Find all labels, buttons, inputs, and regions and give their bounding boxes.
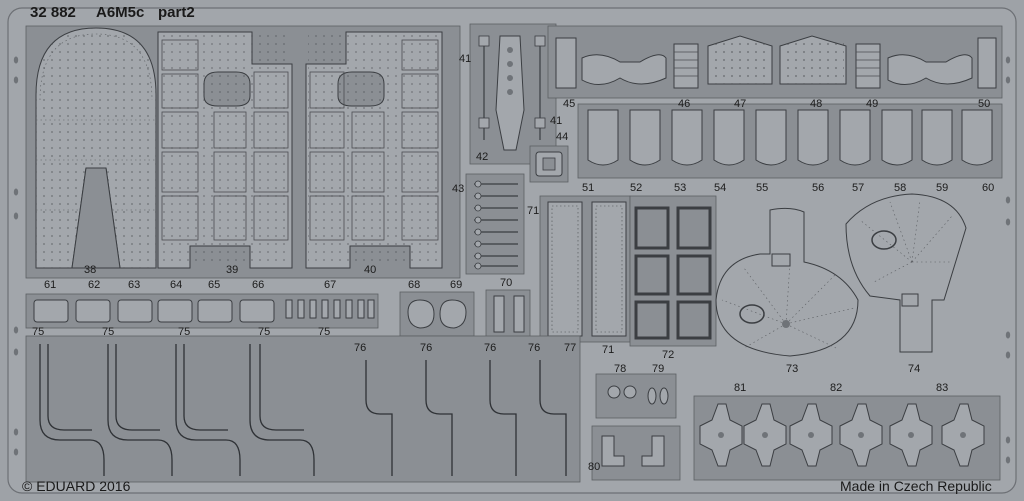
part-label: 48 [810,98,823,110]
part-label: 43 [452,183,465,195]
part-label: 53 [674,182,687,194]
part-label: 50 [978,98,991,110]
frame-tabs [13,56,1011,464]
part-label: 74 [908,363,921,375]
part-label: 57 [852,182,865,194]
part-label: 82 [830,382,843,394]
part-label: 75 [102,326,115,338]
parts-78-80 [591,373,681,481]
part-44 [529,145,569,183]
part-label: 60 [982,182,995,194]
part-39 [157,31,293,269]
part-label: 45 [563,98,576,110]
kit-number: 32 882 [30,4,76,21]
part-label: 41 [550,115,563,127]
part-label: 80 [588,461,601,473]
part-label: 67 [324,279,337,291]
parts-81-83 [693,395,1001,481]
part-label: 69 [450,279,463,291]
copyright-text: © EDUARD 2016 [22,478,131,494]
part-label: 79 [652,363,665,375]
part-label: 72 [662,349,675,361]
part-label: 71 [602,344,615,356]
part-label: 76 [420,342,433,354]
aircraft-name: A6M5c [96,4,145,21]
part-label: 83 [936,382,949,394]
part-40 [305,31,443,269]
part-number: part2 [158,4,195,21]
part-label: 62 [88,279,101,291]
part-label: 71 [527,205,540,217]
part-71 [539,195,631,343]
parts-68-69 [399,291,475,337]
part-label: 40 [364,264,377,276]
part-label: 61 [44,279,57,291]
part-label: 59 [936,182,949,194]
part-label: 44 [556,131,569,143]
part-label: 38 [84,264,97,276]
part-label: 42 [476,151,489,163]
part-74 [845,193,967,353]
part-label: 68 [408,279,421,291]
part-label: 52 [630,182,643,194]
part-72 [629,195,717,347]
part-label: 81 [734,382,747,394]
part-label: 46 [678,98,691,110]
part-label: 78 [614,363,627,375]
part-73 [715,207,859,357]
part-label: 51 [582,182,595,194]
parts-51-60 [577,103,1003,179]
part-label: 75 [318,326,331,338]
part-label: 39 [226,264,239,276]
part-label: 76 [484,342,497,354]
part-label: 76 [354,342,367,354]
part-label: 47 [734,98,747,110]
part-41-42 [469,23,557,165]
origin-text: Made in Czech Republic [840,478,992,494]
part-label: 56 [812,182,825,194]
part-label: 41 [459,53,472,65]
part-label: 73 [786,363,799,375]
parts-75-77 [25,335,581,483]
part-label: 75 [178,326,191,338]
part-label: 75 [32,326,45,338]
part-70 [485,289,531,339]
part-label: 63 [128,279,141,291]
part-label: 58 [894,182,907,194]
part-label: 77 [564,342,577,354]
part-43 [465,173,525,275]
part-label: 76 [528,342,541,354]
part-label: 75 [258,326,271,338]
part-label: 49 [866,98,879,110]
part-label: 64 [170,279,183,291]
parts-61-67 [25,293,379,329]
part-label: 65 [208,279,221,291]
part-38 [35,27,157,269]
part-label: 66 [252,279,265,291]
parts-45-50 [547,25,1003,99]
part-label: 70 [500,277,513,289]
part-label: 54 [714,182,727,194]
part-label: 55 [756,182,769,194]
